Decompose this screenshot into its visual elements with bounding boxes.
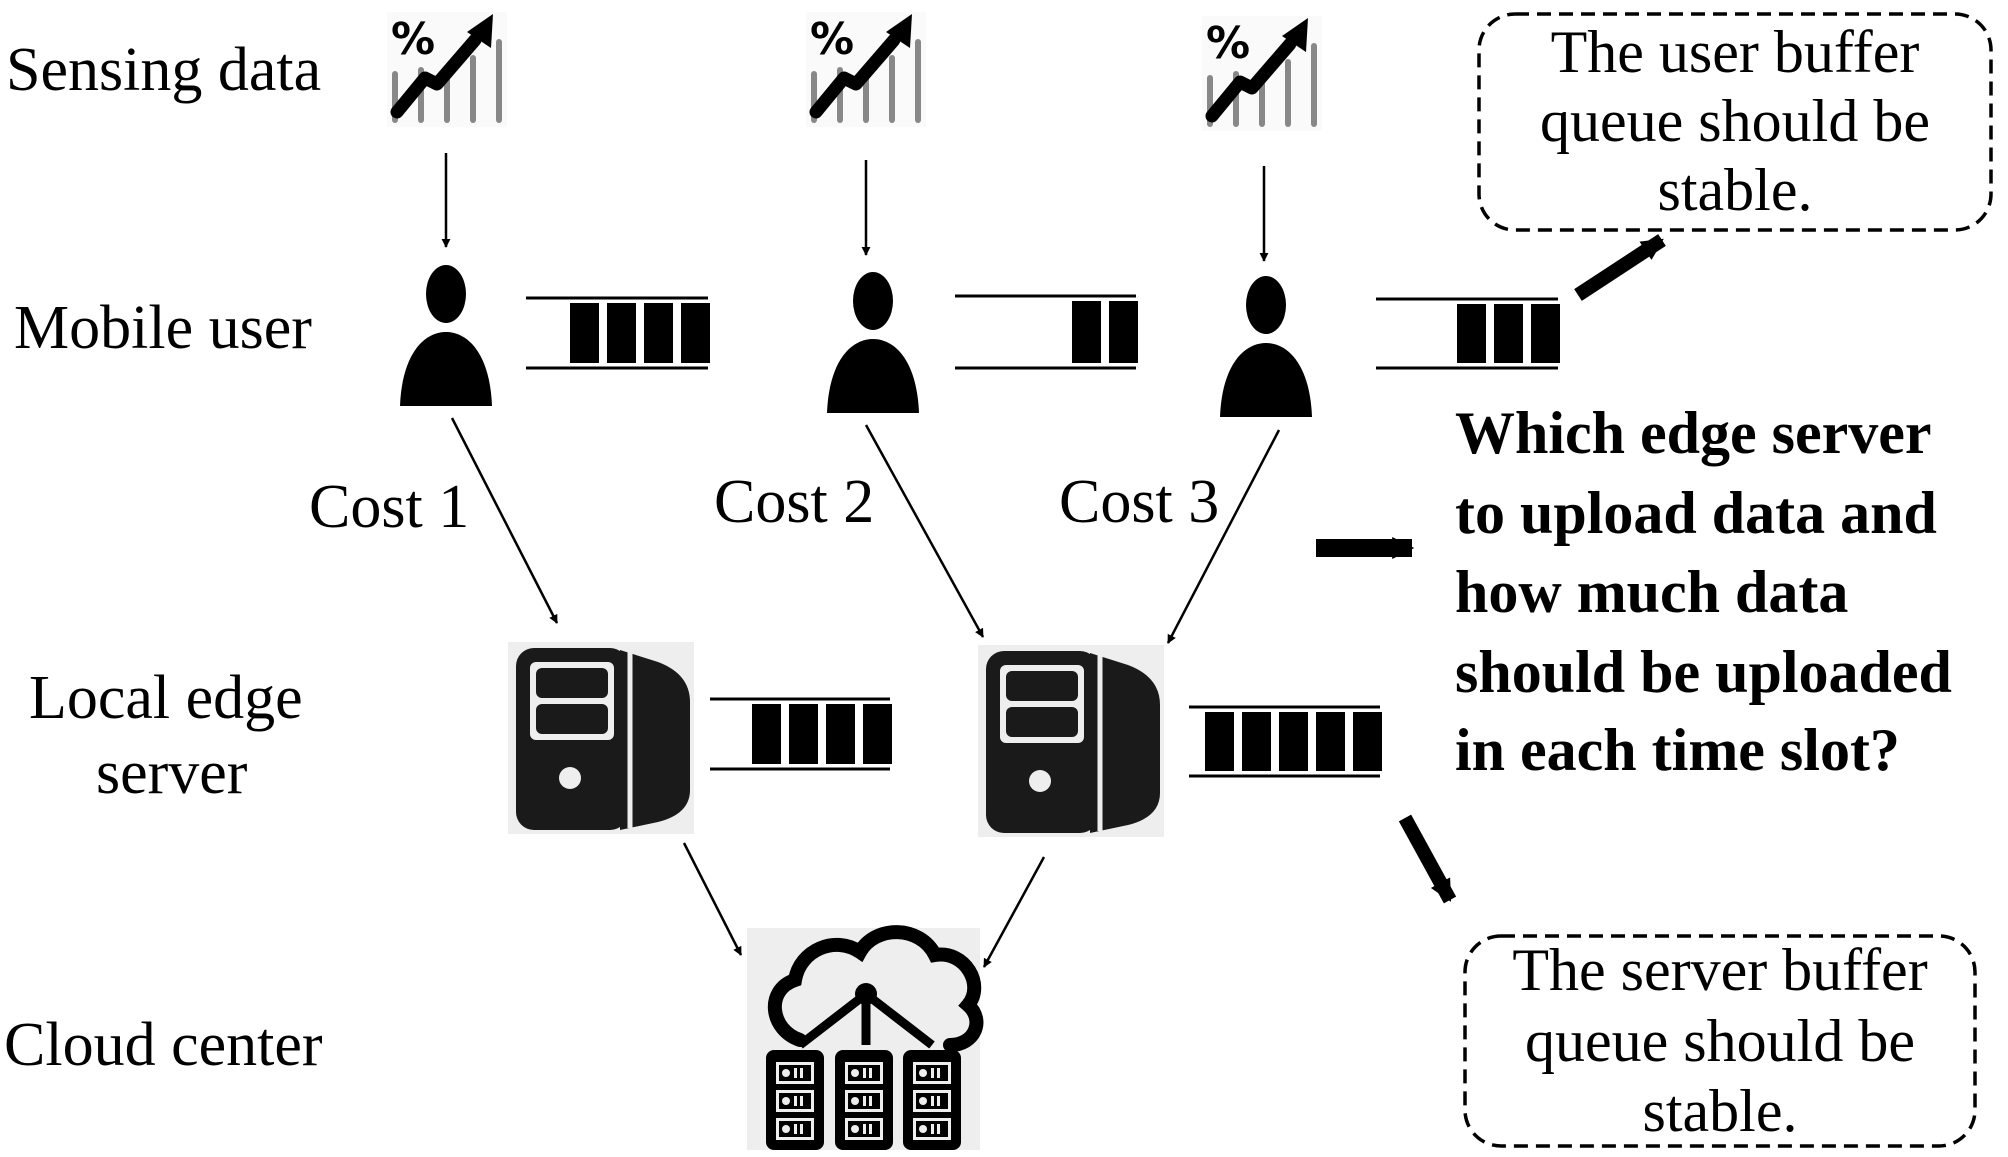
queue-to-server-note-arrow bbox=[1398, 814, 1457, 904]
queue-data-block bbox=[570, 303, 599, 363]
queue-data-block bbox=[607, 303, 636, 363]
row-label-sensing-data: Sensing data bbox=[6, 36, 321, 104]
mobile-user-icon bbox=[1220, 276, 1312, 417]
mobile-user-icon bbox=[827, 272, 919, 413]
queue-data-block bbox=[1457, 304, 1486, 363]
server-buffer-note-line2: queue should be bbox=[1525, 1008, 1915, 1074]
question-line-2: to upload data and bbox=[1455, 480, 1937, 546]
question-line-1: Which edge server bbox=[1455, 400, 1932, 466]
queue-data-block bbox=[752, 704, 781, 764]
question-line-5: in each time slot? bbox=[1455, 717, 1900, 783]
server-buffer-stability-note: The server buffer queue should be stable… bbox=[1463, 934, 1977, 1148]
queue-data-block bbox=[789, 704, 818, 764]
row-label-cloud-center: Cloud center bbox=[4, 1011, 323, 1079]
queue-data-block bbox=[826, 704, 855, 764]
queue-data-block bbox=[681, 303, 710, 363]
queue-to-user-note-arrow bbox=[1574, 234, 1666, 301]
user-buffer-note-line2: queue should be bbox=[1540, 88, 1930, 154]
queue-data-block bbox=[1279, 712, 1308, 771]
decision-question: Which edge server to upload data and how… bbox=[1455, 400, 1952, 783]
server2-to-cloud-arrow bbox=[982, 856, 1046, 968]
sensing-data-chart-icon bbox=[387, 12, 507, 127]
question-line-4: should be uploaded bbox=[1455, 639, 1952, 705]
user-buffer-queue-3 bbox=[1376, 297, 1560, 370]
queue-data-block bbox=[1531, 304, 1560, 363]
cost-label-1: Cost 1 bbox=[309, 473, 469, 541]
queue-data-block bbox=[1353, 712, 1382, 771]
row-label-local-edge-server-line1: Local edge bbox=[29, 664, 303, 732]
cost-label-2: Cost 2 bbox=[714, 468, 874, 536]
cost-label-3: Cost 3 bbox=[1059, 468, 1219, 536]
user-buffer-stability-note: The user buffer queue should be stable. bbox=[1477, 12, 1993, 232]
server-buffer-queue-1 bbox=[710, 697, 892, 771]
queue-data-block bbox=[1316, 712, 1345, 771]
queue-data-block bbox=[1072, 301, 1101, 363]
edge-server-icon bbox=[978, 645, 1164, 837]
server1-to-cloud-arrow bbox=[682, 842, 743, 956]
queue-data-block bbox=[1494, 304, 1523, 363]
user1-to-server1-arrow bbox=[450, 417, 559, 624]
sensing-data-chart-icon bbox=[1202, 16, 1322, 131]
server-buffer-note-line3: stable. bbox=[1643, 1078, 1798, 1144]
user-buffer-note-line1: The user buffer bbox=[1551, 19, 1920, 85]
user3-to-server2-arrow bbox=[1166, 429, 1281, 644]
user-buffer-note-line3: stable. bbox=[1658, 157, 1813, 223]
user2-to-server2-arrow bbox=[864, 424, 985, 638]
queue-data-block bbox=[863, 704, 892, 764]
row-label-local-edge-server-line2: server bbox=[96, 739, 248, 807]
sensing-data-chart-icon bbox=[806, 12, 926, 127]
edge-server-icon bbox=[508, 642, 694, 834]
user-buffer-queue-1 bbox=[526, 296, 710, 370]
queue-data-block bbox=[1109, 301, 1138, 363]
server-buffer-note-line1: The server buffer bbox=[1512, 937, 1927, 1003]
mobile-user-icon bbox=[400, 265, 492, 406]
queue-data-block bbox=[644, 303, 673, 363]
question-line-3: how much data bbox=[1455, 559, 1848, 625]
user-buffer-queue-2 bbox=[955, 294, 1138, 370]
server-buffer-queue-2 bbox=[1189, 705, 1382, 778]
row-label-mobile-user: Mobile user bbox=[14, 294, 312, 362]
queue-data-block bbox=[1242, 712, 1271, 771]
queue-data-block bbox=[1205, 712, 1234, 771]
cloud-center-icon bbox=[747, 925, 984, 1150]
